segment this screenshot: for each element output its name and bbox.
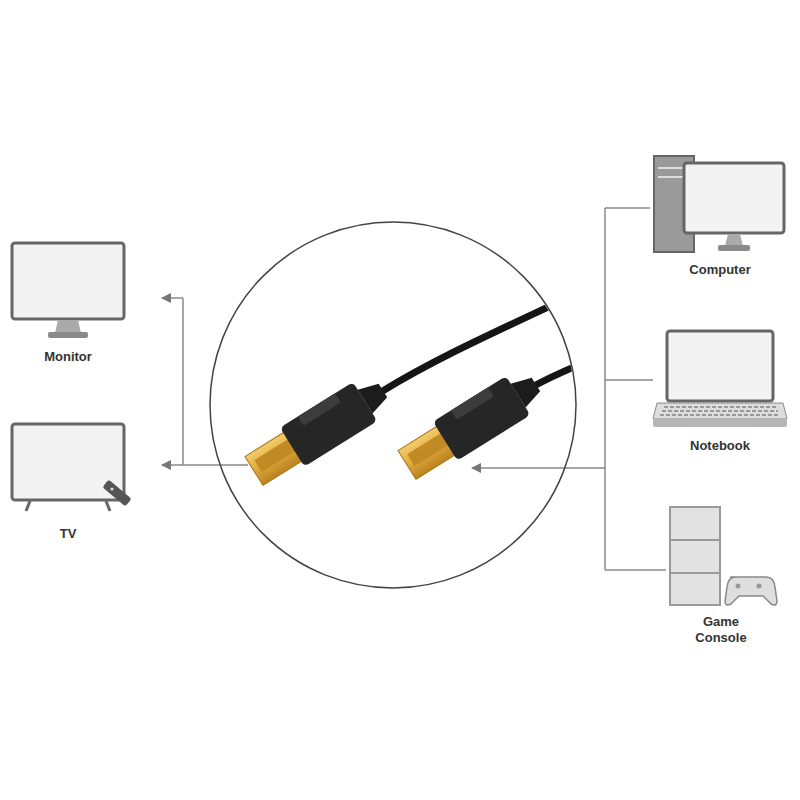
device-label: Game Console xyxy=(687,614,755,646)
computer-icon-part xyxy=(684,163,784,233)
monitor-icon xyxy=(12,243,124,338)
device-label: Computer xyxy=(662,262,778,278)
displayport-plug-part xyxy=(407,433,448,466)
monitor-icon-part xyxy=(48,332,88,338)
displayport-plug xyxy=(395,365,548,485)
detail-circle xyxy=(210,222,576,588)
tv-icon xyxy=(12,424,132,511)
device-label-box: Computer xyxy=(660,262,780,278)
notebook-icon-part xyxy=(660,407,780,415)
device-label-box: Game Console xyxy=(685,614,757,646)
notebook-icon-part xyxy=(667,331,773,401)
game-console-icon-part xyxy=(757,584,762,589)
device-label-box: TV xyxy=(13,526,123,542)
notebook-icon xyxy=(653,331,787,427)
game-console-icon-part xyxy=(670,540,720,573)
tv-icon-part xyxy=(26,501,110,511)
computer-icon xyxy=(654,156,784,252)
device-label-box: Monitor xyxy=(13,349,123,365)
output-bracket-part xyxy=(162,297,183,299)
device-label: Notebook xyxy=(662,438,778,454)
displayport-cable-part xyxy=(534,356,600,386)
input-bracket-part xyxy=(605,379,653,381)
input-bracket-part xyxy=(604,208,606,570)
output-bracket xyxy=(162,298,248,465)
output-bracket-part xyxy=(162,464,248,466)
device-label: TV xyxy=(15,526,121,542)
notebook-icon-part xyxy=(653,403,787,419)
monitor-icon-part xyxy=(12,243,124,319)
displayport-plug-part xyxy=(451,387,494,420)
displayport-plug-part xyxy=(511,373,544,408)
displayport-cable xyxy=(242,292,600,491)
game-console-icon-part xyxy=(725,577,777,605)
displayport-plug-part xyxy=(358,379,391,414)
tv-icon-part xyxy=(102,480,131,507)
computer-icon-part xyxy=(725,234,743,246)
tv-icon-part xyxy=(110,487,113,490)
game-console-icon xyxy=(670,507,777,605)
monitor-icon-part xyxy=(55,320,81,333)
output-bracket-part xyxy=(182,298,184,465)
device-label-box: Notebook xyxy=(660,438,780,454)
game-console-icon-part xyxy=(670,507,720,605)
game-console-icon-part xyxy=(736,584,741,589)
displayport-plug-part xyxy=(298,393,341,426)
input-bracket-part xyxy=(605,207,650,209)
displayport-plug xyxy=(242,371,395,491)
notebook-icon-part xyxy=(653,419,787,427)
device-label: Monitor xyxy=(15,349,121,365)
computer-icon-part xyxy=(718,245,750,251)
input-bracket-part xyxy=(472,467,605,469)
displayport-plug-part xyxy=(254,439,295,472)
input-bracket-part xyxy=(605,569,666,571)
